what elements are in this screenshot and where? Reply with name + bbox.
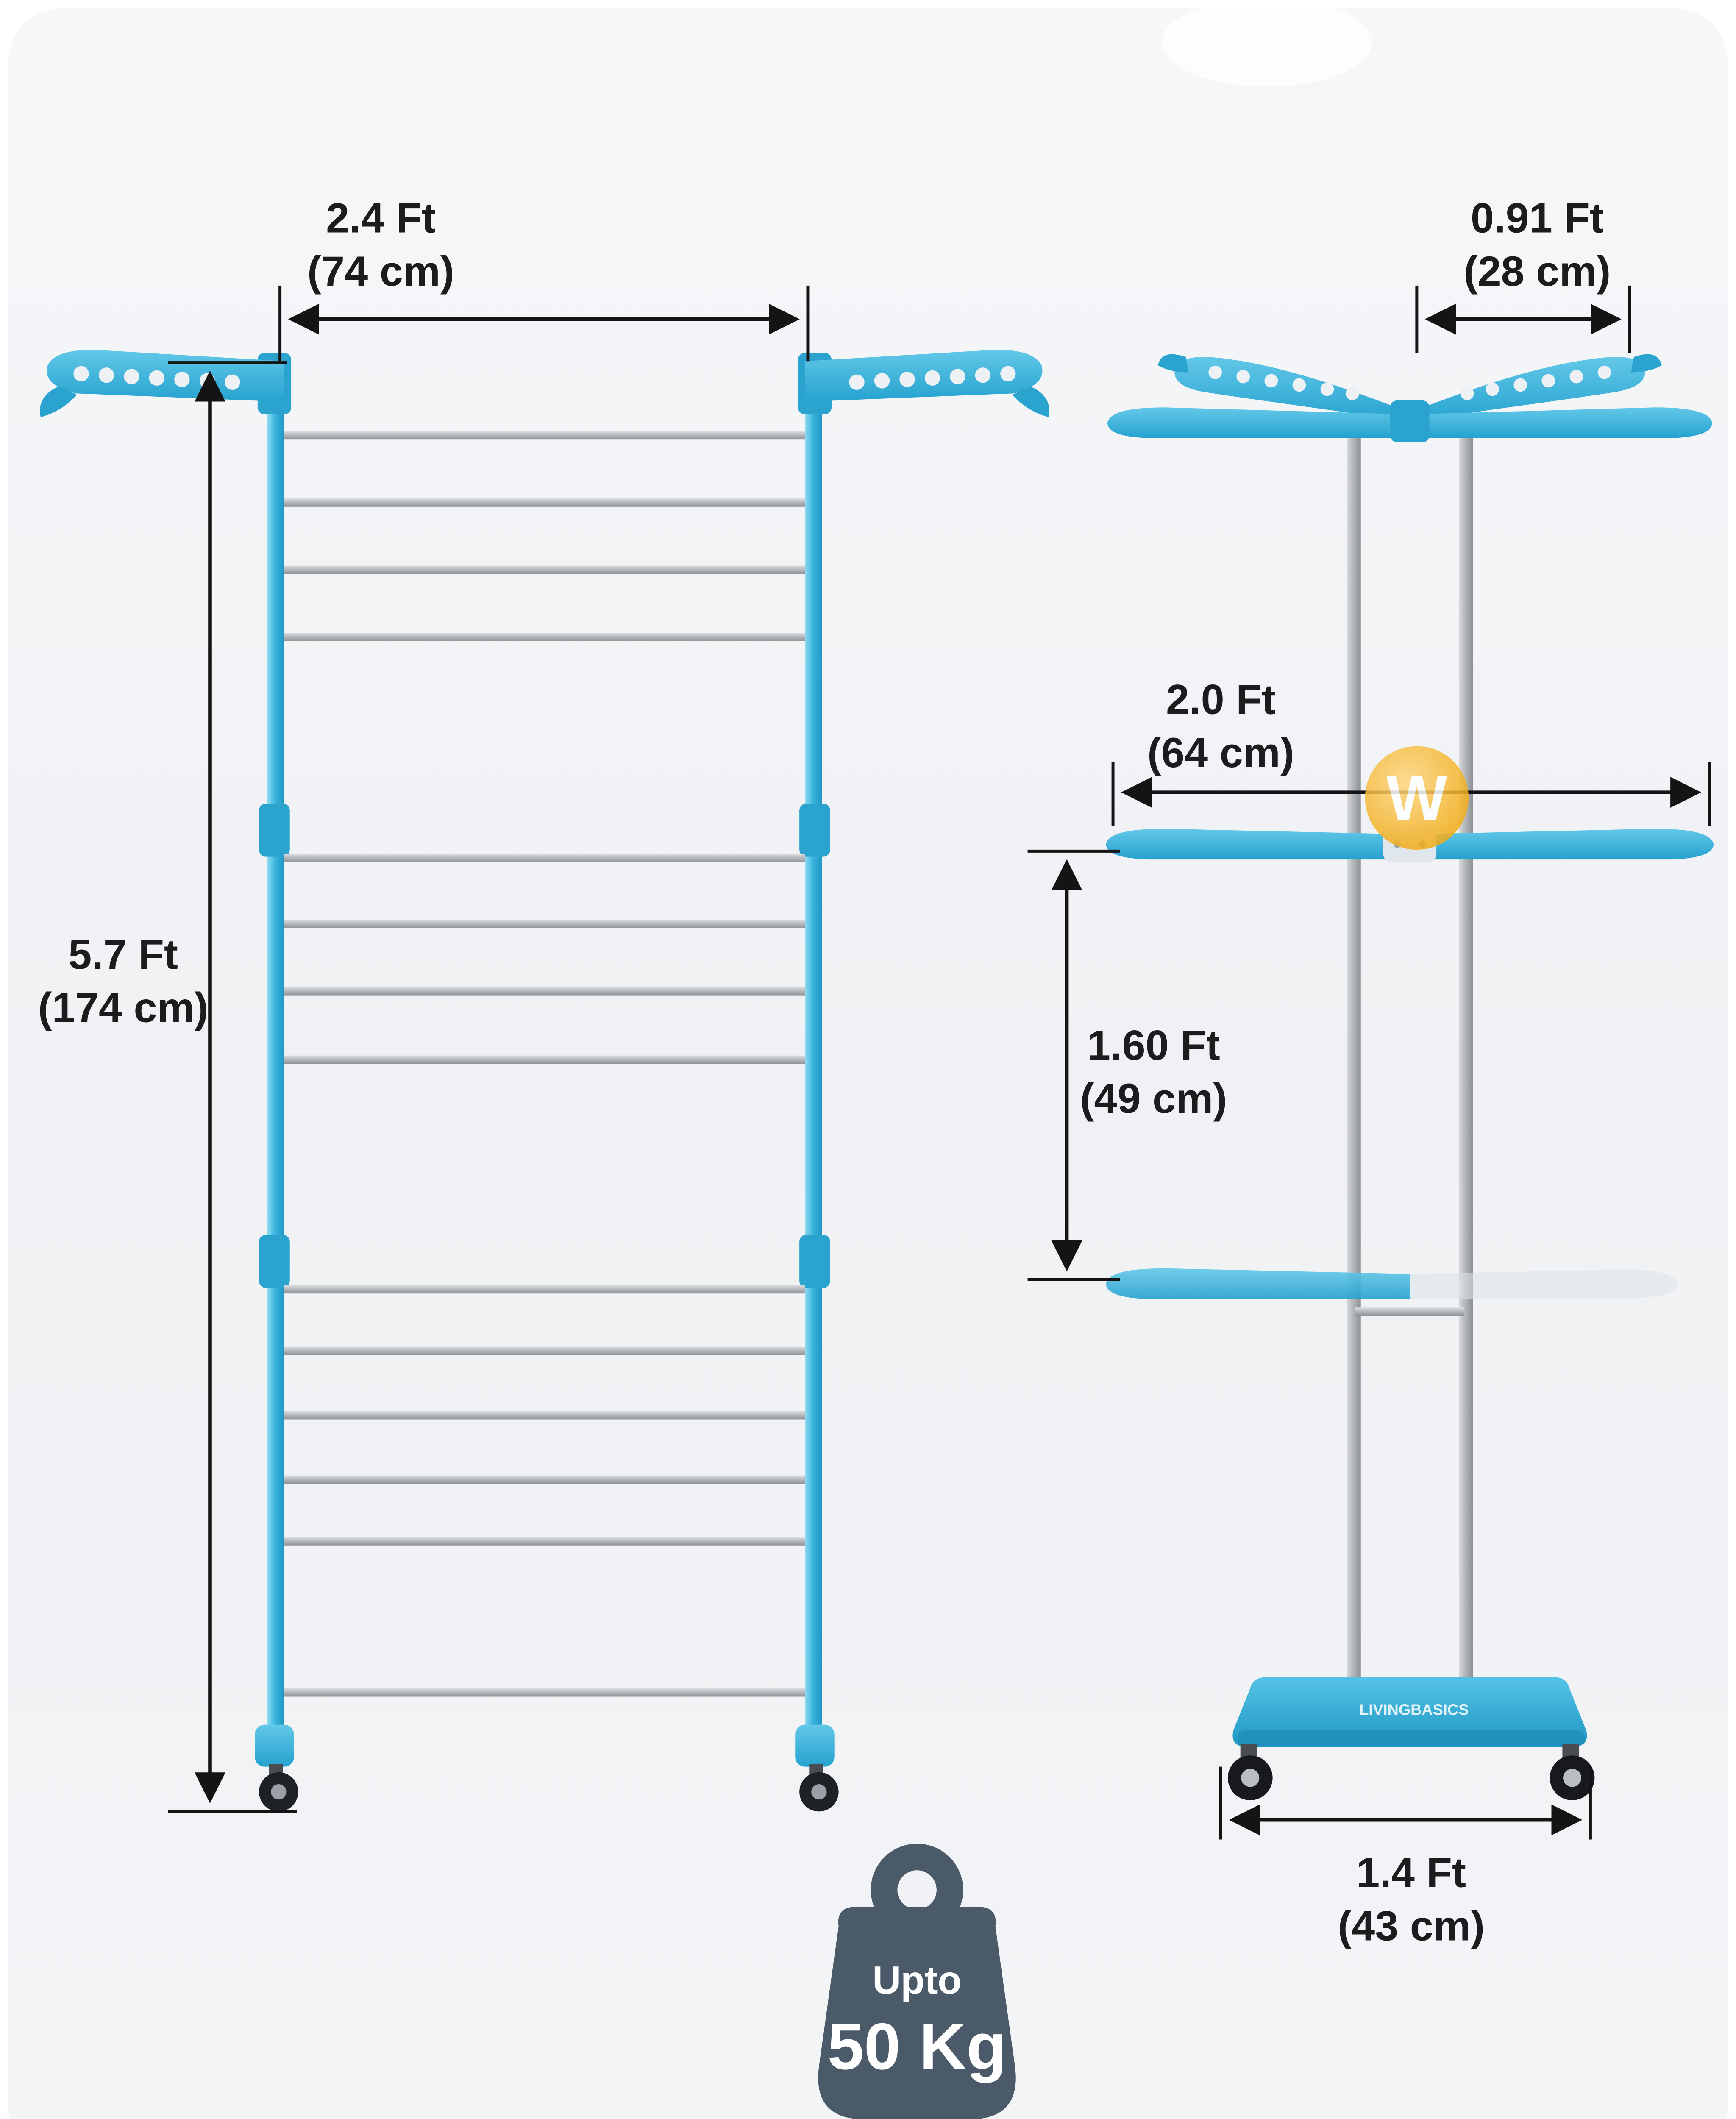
front-left-pole [267,358,284,1739]
dim-front-width: 2.4 Ft (74 cm) [278,194,810,362]
front-right-pole [805,358,822,1739]
side-left-caster [1227,1744,1273,1800]
front-view-rack [40,350,1049,1812]
dim-base-width-cm: (43 cm) [1338,1902,1485,1949]
dim-side-top-width: 0.91 Ft (28 cm) [1415,194,1631,353]
dim-side-top-width-cm: (28 cm) [1463,247,1611,295]
weight-upto-label: Upto [872,1958,962,2002]
front-bottom-rod [284,1688,805,1697]
watermark: W [1365,746,1469,850]
weight-badge: Upto 50 Kg Bearing Capacity [818,1844,1016,2119]
front-left-clamp-low [259,1235,290,1288]
front-right-clamp-low [799,1235,830,1288]
diagram-card [8,8,1728,2119]
front-right-hanger-wing [805,350,1049,417]
front-left-caster [255,1724,298,1812]
base-brand-label: LIVINGBASICS [1359,1701,1469,1718]
dim-side-mid-width-ft: 2.0 Ft [1166,676,1276,723]
dim-tier-gap-cm: (49 cm) [1080,1075,1227,1122]
dim-side-mid-width-cm: (64 cm) [1147,729,1294,776]
watermark-letter: W [1386,762,1447,834]
side-middle-wing [1106,826,1714,862]
dim-tier-gap-ft: 1.60 Ft [1087,1022,1220,1069]
light-blob [1162,0,1372,87]
dim-front-width-cm: (74 cm) [307,247,454,295]
weight-body [818,1906,1016,2119]
weight-value-label: 50 Kg [827,2009,1007,2083]
dim-side-top-width-ft: 0.91 Ft [1471,194,1604,241]
dim-height-ft: 5.7 Ft [68,931,178,978]
side-front-pole [1347,417,1361,1694]
dim-height: 5.7 Ft (174 cm) [38,361,297,1813]
side-lower-wing [1106,1268,1678,1299]
side-view-rack: LIVINGBASICS [1106,354,1714,1800]
side-right-caster [1550,1744,1595,1800]
front-left-clamp-mid [259,804,290,857]
side-base: LIVINGBASICS [1232,1677,1587,1747]
dim-side-mid-width: 2.0 Ft (64 cm) [1111,676,1711,826]
front-tier3-rods [284,1285,805,1546]
front-tier2-rods [284,854,805,1064]
dim-tier-gap: 1.60 Ft (49 cm) [1027,849,1227,1281]
front-right-caster [795,1724,839,1812]
side-cross-rod [1355,1307,1465,1316]
dim-base-width-ft: 1.4 Ft [1356,1849,1466,1896]
side-top-wing-bar [1107,400,1712,442]
weight-handle-hole [897,1870,937,1910]
front-tier1-rods [284,431,805,641]
watermark-circle [1365,746,1469,850]
dim-height-cm: (174 cm) [38,984,209,1031]
front-right-clamp-mid [799,804,830,857]
dim-base-width: 1.4 Ft (43 cm) [1219,1766,1592,1949]
side-rear-pole [1458,417,1473,1694]
dim-front-width-ft: 2.4 Ft [326,194,436,241]
side-top-hooks [1157,354,1662,423]
